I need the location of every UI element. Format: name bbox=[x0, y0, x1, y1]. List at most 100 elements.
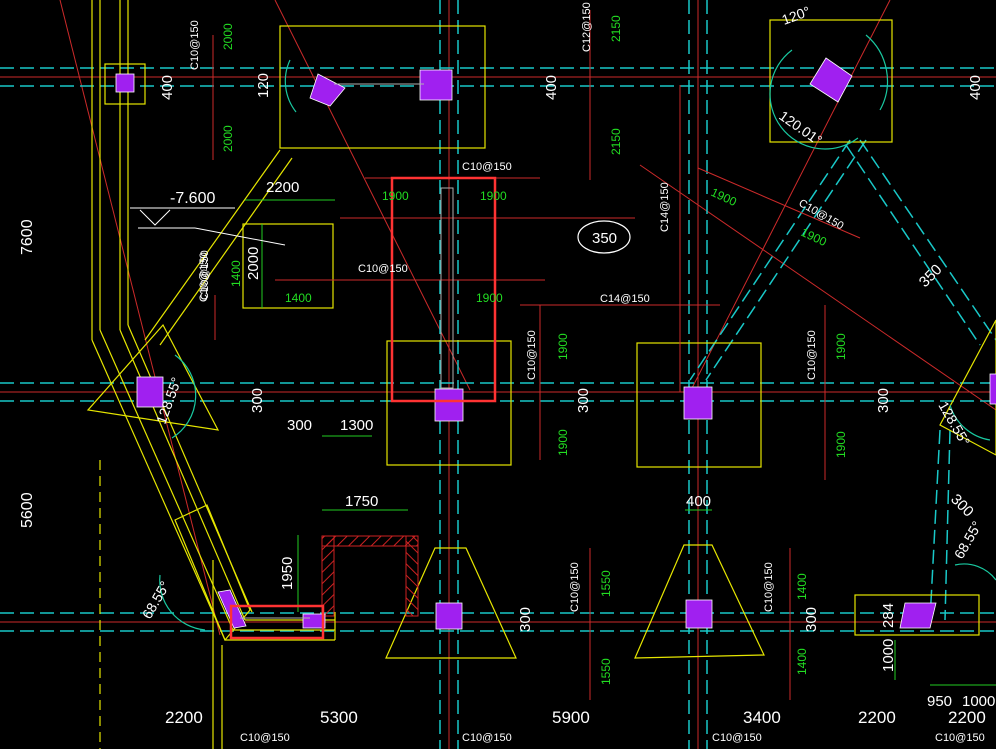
dimension-line bbox=[697, 167, 861, 239]
foundation-outline bbox=[127, 324, 253, 613]
angle-arc bbox=[171, 354, 197, 439]
grid-dim-bottom-4: 3400 bbox=[743, 708, 781, 727]
reinforcement-label: C10@150 bbox=[462, 161, 512, 173]
grid-dim-left-1: 7600 bbox=[19, 219, 36, 255]
green-dimension-label: 2000 bbox=[221, 23, 235, 50]
foundation-outline bbox=[769, 19, 893, 143]
beam-line bbox=[929, 429, 941, 621]
angle-arc bbox=[769, 49, 859, 150]
beam-strip bbox=[240, 83, 454, 619]
axis-line-diag4 bbox=[59, 0, 221, 636]
circle-tag-outline bbox=[577, 220, 631, 254]
dimension-label: 300 bbox=[875, 388, 892, 413]
green-dimension-label: 2000 bbox=[221, 125, 235, 152]
angle-arc bbox=[284, 59, 297, 113]
grid-dim-bottom-2: 5300 bbox=[320, 708, 358, 727]
green-dimension-label: 1400 bbox=[229, 260, 243, 287]
axis-line-diag1 bbox=[274, 0, 471, 391]
green-dimension-label: 1900 bbox=[382, 189, 409, 203]
axis-line-diag3 bbox=[639, 164, 996, 411]
foundation-outline bbox=[159, 157, 293, 346]
green-dimension-label: 1400 bbox=[795, 648, 809, 675]
column[interactable] bbox=[899, 602, 937, 629]
column[interactable] bbox=[136, 376, 164, 408]
foundation-outline bbox=[634, 544, 765, 659]
foundation-outline bbox=[636, 342, 762, 468]
dimension-label: 1000 bbox=[962, 693, 995, 710]
beam-line bbox=[944, 429, 951, 621]
green-dimension-label: 1900 bbox=[556, 333, 570, 360]
green-dimension-label: 1900 bbox=[709, 185, 739, 209]
reinforcement-label: C12@150 bbox=[581, 2, 593, 52]
foundation-outline bbox=[174, 504, 251, 642]
green-dimension-label: 1400 bbox=[795, 573, 809, 600]
green-dimension-label: 1900 bbox=[834, 333, 848, 360]
reinforcement-label: C10@150 bbox=[189, 20, 201, 70]
reinforcement-label: C10@150 bbox=[526, 330, 538, 380]
beam-line bbox=[845, 144, 981, 346]
green-dimension-label: 2150 bbox=[609, 15, 623, 42]
green-dimension-label: 2150 bbox=[609, 128, 623, 155]
foundation-outline bbox=[386, 340, 512, 466]
angle-label: 120° bbox=[780, 3, 813, 28]
column[interactable] bbox=[434, 388, 464, 422]
dimension-label: 300 bbox=[287, 417, 312, 434]
foundation-outline bbox=[119, 329, 246, 621]
green-dimension-label: 1900 bbox=[480, 189, 507, 203]
column[interactable] bbox=[435, 602, 463, 630]
green-dimension-label: 1900 bbox=[556, 429, 570, 456]
elevation-marker-symbol bbox=[139, 209, 171, 226]
dimension-label: 950 bbox=[927, 693, 952, 710]
highlight-box-beam[interactable] bbox=[390, 176, 497, 403]
hatched-wall-segment bbox=[405, 535, 419, 617]
foundation-outline bbox=[99, 329, 234, 631]
reinforcement-label: C10@150 bbox=[199, 250, 211, 300]
dimension-label: 284 bbox=[880, 603, 897, 628]
reinforcement-label: C14@150 bbox=[600, 293, 650, 305]
foundation-outline bbox=[242, 223, 334, 309]
green-dimension-label: 1900 bbox=[834, 431, 848, 458]
circle-tag-label: 350 bbox=[592, 230, 617, 247]
column[interactable] bbox=[302, 613, 326, 629]
grid-dim-left-2: 5600 bbox=[19, 492, 36, 528]
dimension-label: 300 bbox=[249, 388, 266, 413]
column[interactable] bbox=[419, 69, 453, 101]
angle-label: 68.55° bbox=[951, 518, 985, 561]
highlight-boxes bbox=[229, 176, 497, 640]
foundation-outline bbox=[385, 547, 517, 659]
green-dimension-label: 1550 bbox=[599, 570, 613, 597]
highlight-box-wall[interactable] bbox=[229, 604, 325, 640]
columns bbox=[115, 57, 996, 630]
dimension-label: 300 bbox=[575, 388, 592, 413]
green-dimension-label: 1400 bbox=[285, 291, 312, 305]
reinforcement-label: C10@150 bbox=[358, 263, 408, 275]
hatched-wall-segment bbox=[321, 535, 335, 617]
green-dimension-label: 1900 bbox=[799, 225, 829, 249]
column[interactable] bbox=[809, 57, 853, 103]
column[interactable] bbox=[989, 373, 996, 405]
text-labels: -7.600 350 7600 5600 2200 5300 5900 3400… bbox=[19, 2, 995, 744]
column[interactable] bbox=[115, 73, 135, 93]
foundation-outline bbox=[144, 149, 281, 341]
dimension-label: 400 bbox=[543, 75, 560, 100]
green-dim-lines bbox=[245, 199, 996, 686]
angle-arc bbox=[949, 404, 991, 441]
reinforcement-label: C10@150 bbox=[462, 732, 512, 744]
beam-line bbox=[705, 139, 867, 381]
column[interactable] bbox=[309, 73, 346, 107]
foundation-outline bbox=[279, 25, 486, 149]
foundation-outline bbox=[854, 594, 980, 636]
grid-dim-bottom-6: 2200 bbox=[948, 708, 986, 727]
dimension-label: 400 bbox=[967, 75, 984, 100]
column[interactable] bbox=[683, 386, 713, 420]
column[interactable] bbox=[685, 599, 713, 629]
dimension-label: 400 bbox=[686, 493, 711, 510]
hatched-wall-segment bbox=[321, 535, 419, 547]
green-dimension-label: 1550 bbox=[599, 658, 613, 685]
reinforcement-label: C10@150 bbox=[240, 732, 290, 744]
dimension-label: 300 bbox=[947, 491, 977, 521]
dimension-label: 400 bbox=[159, 75, 176, 100]
